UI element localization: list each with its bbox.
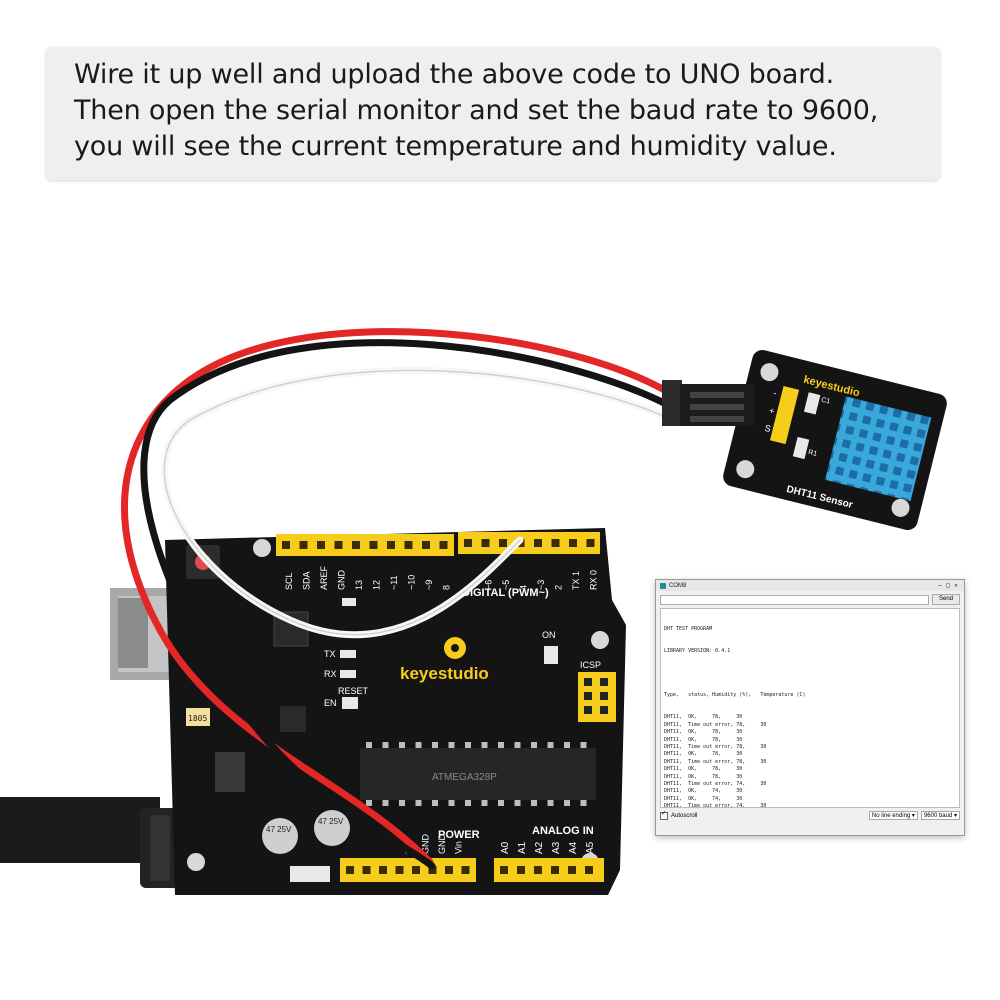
analog-pin-label: A1 (517, 841, 528, 854)
digital-pin-label: 13 (354, 580, 364, 590)
close-icon[interactable]: ✕ (954, 582, 958, 589)
analog-pin-label: A2 (534, 841, 545, 854)
serial-row: DHT11, Time out error, 78, 30 (664, 721, 767, 728)
digital-pin-label: ~3 (536, 580, 546, 590)
sensor-pin-label: S (764, 423, 772, 434)
board-brand: keyestudio (400, 664, 489, 683)
caption-line-3: you will see the current temperature and… (74, 131, 837, 162)
serial-row: DHT11, OK, 74, 30 (664, 788, 743, 795)
power-label: POWER (438, 829, 480, 841)
icsp-label: ICSP (580, 660, 601, 670)
analog-label: ANALOG IN (532, 825, 594, 837)
digital-pin-label: 12 (372, 580, 382, 590)
serial-row: DHT11, Time out error, 74, 30 (664, 780, 767, 787)
on-label: ON (542, 630, 556, 640)
line-ending-select[interactable]: No line ending ▾ (868, 811, 918, 820)
sensor-res-label: R1 (807, 449, 817, 458)
digital-pin-label: ~6 (484, 580, 494, 590)
serial-output: DHT TEST PROGRAM LIBRARY VERSION: 0.4.1 … (660, 608, 960, 808)
serial-row: DHT11, Time out error, 74, 30 (664, 803, 767, 808)
rx-label: RX (324, 669, 337, 679)
tx-label: TX (324, 649, 336, 659)
baud-select[interactable]: 9600 baud ▾ (920, 811, 960, 820)
digital-pin-label: GND (337, 570, 347, 591)
digital-pin-label: 2 (554, 585, 564, 590)
output-columns: Type, status, Humidity (%), Temperature … (664, 692, 806, 699)
digital-pin-label: SCL (284, 572, 294, 590)
power-pin-label: Vin (454, 841, 464, 854)
check-icon: ✓ (661, 810, 667, 817)
serial-row: DHT11, Time out error, 78, 30 (664, 758, 767, 765)
digital-pin-label: ~11 (389, 575, 399, 590)
autoscroll-label: Autoscroll (671, 812, 698, 819)
digital-label: DIGITAL (PWM~) (462, 587, 549, 599)
chevron-down-icon: ▾ (911, 813, 915, 819)
send-input[interactable] (660, 594, 929, 605)
app-icon (660, 582, 666, 589)
capacitors: 47 25V 47 25V (262, 810, 350, 854)
serial-row: DHT11, OK, 74, 30 (664, 795, 743, 802)
minimize-icon[interactable]: – (938, 582, 942, 589)
digital-headers (276, 532, 600, 556)
sensor-pin-label: - (772, 388, 777, 398)
chip-label: ATMEGA328P (432, 772, 497, 783)
dht11-sensor-module: C1 R1 keyestudio DHT11 Sensor -+S (723, 350, 947, 530)
send-button[interactable]: Send (932, 594, 960, 605)
digital-pin-label: 4 (519, 585, 529, 590)
serial-row: DHT11, OK, 78, 30 (664, 736, 743, 743)
serial-monitor-titlebar: COM8 – □ ✕ (656, 580, 964, 591)
reset-label: RESET (338, 686, 369, 696)
keyestudio-logo-icon (444, 637, 466, 659)
serial-row: DHT11, OK, 78, 30 (664, 751, 743, 758)
en-label: EN (324, 698, 337, 708)
instruction-caption: Wire it up well and upload the above cod… (46, 47, 940, 180)
dupont-connector (662, 380, 754, 426)
window-title: COM8 (669, 582, 687, 589)
dht11-sensor-grid (825, 396, 932, 502)
analog-pin-label: A5 (585, 841, 596, 854)
digital-pin-label: 8 (442, 585, 452, 590)
analog-pin-label: A3 (551, 841, 562, 854)
autoscroll-checkbox[interactable]: ✓ (660, 810, 668, 820)
power-pin-label: GND (421, 834, 431, 855)
serial-row: DHT11, Time out error, 78, 30 (664, 743, 767, 750)
atmega-chip: ATMEGA328P (360, 742, 596, 806)
serial-row: DHT11, OK, 78, 30 (664, 714, 743, 721)
chevron-down-icon: ▾ (953, 813, 957, 819)
digital-pin-label: TX 1 (571, 571, 581, 590)
cap-label-2: 47 25V (318, 817, 344, 826)
digital-pin-label: RX 0 (589, 570, 599, 590)
cap-label-1: 47 25V (266, 825, 292, 834)
output-header-1: DHT TEST PROGRAM (664, 625, 713, 632)
digital-pin-label: ~5 (501, 580, 511, 590)
digital-pin-label: ~9 (424, 580, 434, 590)
analog-pin-label: A4 (568, 841, 579, 854)
caption-line-2: Then open the serial monitor and set the… (74, 95, 879, 126)
sensor-cap-label: C1 (820, 397, 830, 406)
caption-line-1: Wire it up well and upload the above cod… (74, 59, 835, 90)
maximize-icon[interactable]: □ (946, 582, 950, 589)
digital-pin-label: AREF (319, 565, 329, 590)
power-pin-label: GND (437, 834, 447, 855)
jumper-wires (121, 328, 672, 870)
serial-row: DHT11, OK, 78, 30 (664, 773, 743, 780)
digital-pin-label: ~10 (407, 575, 417, 590)
sensor-pin-label: + (768, 405, 776, 416)
output-header-2: LIBRARY VERSION: 0.4.1 (664, 648, 731, 655)
serial-row: DHT11, OK, 78, 30 (664, 766, 743, 773)
serial-row: DHT11, OK, 78, 30 (664, 729, 743, 736)
small-chip-label: 1805 (188, 714, 207, 723)
serial-monitor-window: COM8 – □ ✕ Send DHT TEST PROGRAM LIBRARY… (655, 579, 965, 836)
analog-pin-label: A0 (500, 841, 511, 854)
digital-pin-label: SDA (302, 571, 312, 590)
